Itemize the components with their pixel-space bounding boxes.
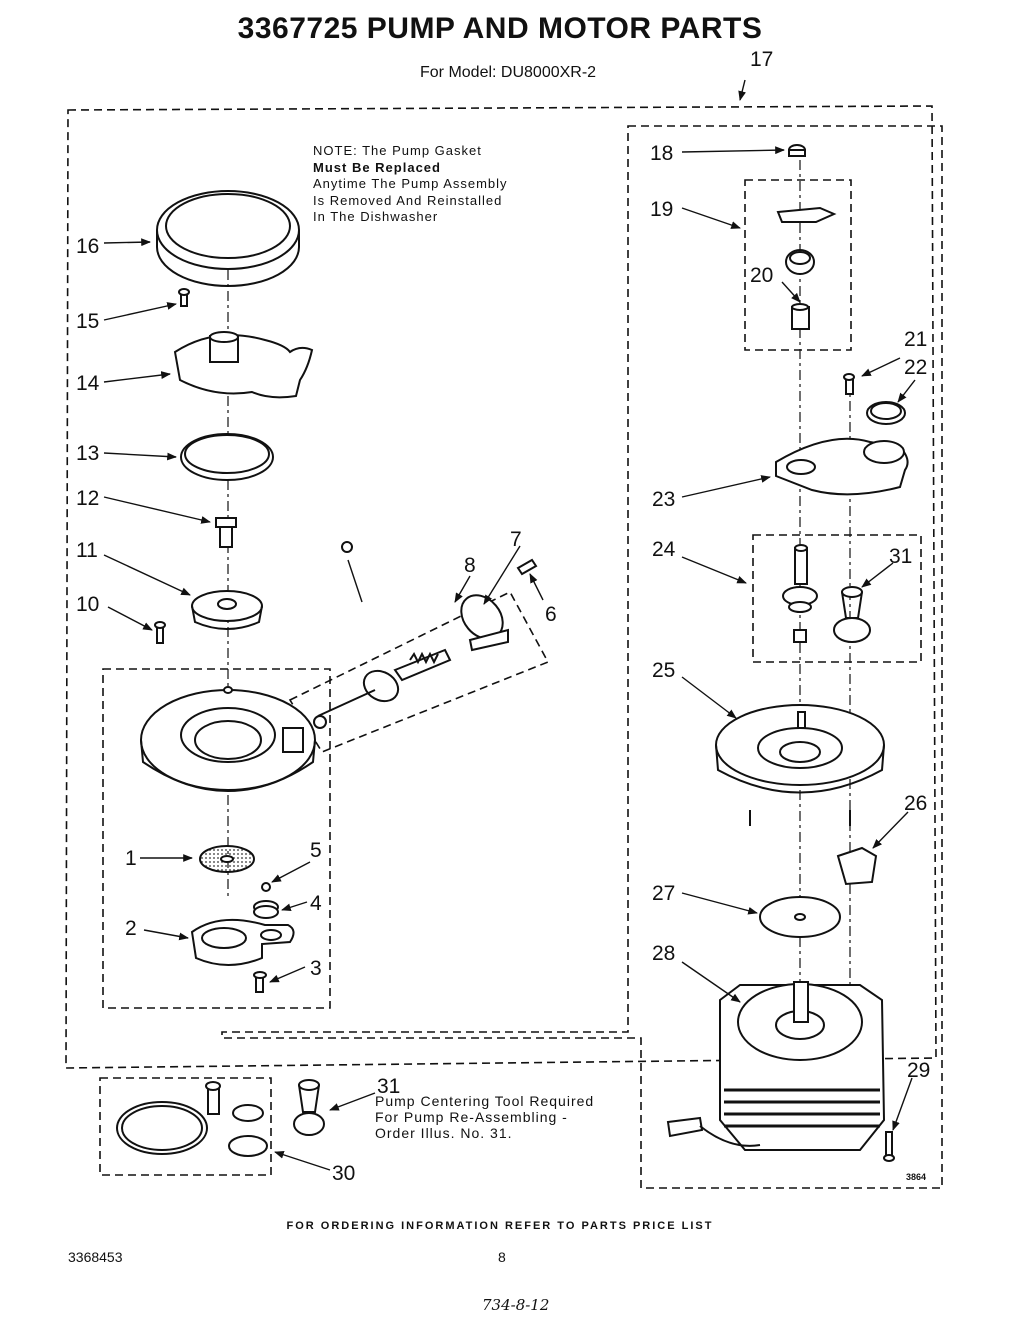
repair-kit-part-30 [116,1081,268,1157]
housing-base-part-2 [190,918,295,966]
ordering-footer: FOR ORDERING INFORMATION REFER TO PARTS … [286,1220,714,1232]
outer-assembly-boundary [65,105,937,1069]
callout-10: 10 [76,593,99,616]
note-line-4: Is Removed And Reinstalled [313,192,503,208]
callout-30: 30 [332,1162,355,1185]
callout-5: 5 [310,839,322,862]
note-line-1: NOTE: The Pump Gasket [313,143,482,158]
callout-12: 12 [76,487,99,510]
handwritten-code: 734-8-12 [482,1296,550,1314]
part-9-leader [347,559,363,603]
screw-part-15 [178,288,190,307]
callout-27: 27 [652,882,675,905]
motor-group-boundary [221,125,943,1189]
callout-6: 6 [545,603,557,626]
callout-20: 20 [750,264,773,287]
screw-part-3 [253,971,267,993]
callout-24: 24 [652,538,676,561]
tool-note-line-3: Order Illus. No. 31. [375,1125,513,1141]
connector-part-26 [836,846,878,886]
callout-19: 19 [650,198,673,221]
motor-part-28 [666,981,886,1151]
ring-part-22 [866,401,906,425]
note-line-3: Anytime The Pump Assembly [313,176,508,191]
callout-28: 28 [652,942,675,965]
tool-note-line-1: Pump Centering Tool Required [375,1093,595,1109]
callout-11: 11 [76,539,98,562]
callout-23: 23 [652,488,675,511]
callout-7: 7 [510,528,522,551]
kit-30-box [99,1077,272,1176]
callout-2: 2 [125,917,137,940]
callout-14: 14 [76,372,100,395]
callout-numbers: 17 18 19 20 21 22 23 24 31 25 26 27 28 2… [76,48,930,1185]
bolt-part-12 [215,517,237,548]
centering-tool-part-31-bottom [293,1079,325,1136]
callout-15: 15 [76,310,99,333]
filter-disk-center [220,855,234,863]
pump-subgroup-boundary [102,668,331,1009]
note-line-5: In The Dishwasher [313,209,439,224]
part-19-20-group [744,179,852,351]
page-number: 8 [498,1249,506,1265]
pump-gasket-part-16 [156,190,300,287]
seal-ring-part-13 [180,433,274,481]
callout-16: 16 [76,235,99,258]
motor-mount-part-25 [715,704,885,826]
note-line-2: Must Be Replaced [313,159,441,175]
part-24-31-group [752,534,922,663]
callout-31-bottom: 31 [377,1075,400,1098]
valve-assembly-part-9 [313,541,452,729]
clip-part-19 [776,206,837,223]
callout-25: 25 [652,659,675,682]
tool-note-line-2: For Pump Re-Assembling - [375,1109,568,1125]
pin-part-6 [516,558,538,576]
o-ring-part-4 [253,900,279,919]
disk-part-27 [759,896,841,938]
bracket-part-23 [775,437,909,496]
centering-tool-part-31-right [833,586,871,643]
callout-4: 4 [310,892,322,915]
publication-number: 3368453 [68,1249,123,1265]
nut-part-18 [788,144,806,157]
callout-13: 13 [76,442,99,465]
spring-part-8 [409,651,439,665]
callout-17: 17 [750,48,773,71]
callout-8: 8 [464,554,476,577]
ball-part-5 [261,882,271,892]
impeller-part-11 [191,590,263,630]
pin-part-21 [843,373,855,395]
callout-18: 18 [650,142,673,165]
pump-housing [140,686,316,792]
page-title: 3367725 PUMP AND MOTOR PARTS [237,12,763,45]
screw-part-29 [883,1131,895,1162]
callout-26: 26 [904,792,927,815]
pin-part-10 [154,621,166,644]
pump-gasket-note: NOTE: The Pump Gasket Must Be Replaced A… [313,143,508,226]
drawing-code: 3864 [906,1172,927,1182]
callout-22: 22 [904,356,927,379]
callout-29: 29 [907,1059,930,1082]
model-label: For Model: DU8000XR-2 [420,64,597,81]
callout-31-right: 31 [889,545,912,568]
pump-cover-part-14 [173,331,314,399]
coupling-part-20 [785,249,815,330]
callout-3: 3 [310,957,322,980]
callout-1: 1 [125,847,137,870]
callout-21: 21 [904,328,927,351]
diaphragm-part-7 [460,594,509,652]
shaft-part-24 [782,544,818,643]
centering-tool-note: Pump Centering Tool Required For Pump Re… [375,1093,594,1141]
